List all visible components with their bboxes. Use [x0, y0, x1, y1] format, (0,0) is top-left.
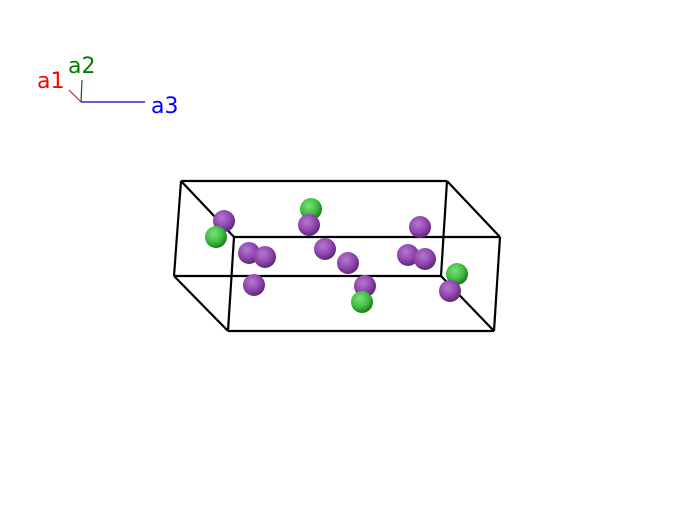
a2-axis-line	[80, 79, 83, 103]
green-atom	[205, 226, 227, 248]
purple-atom	[337, 252, 359, 274]
a1-axis-line	[68, 89, 82, 103]
a1-label: a1	[37, 69, 64, 94]
purple-atom	[439, 280, 461, 302]
purple-atom	[409, 216, 431, 238]
atoms	[205, 198, 468, 313]
purple-atom	[314, 238, 336, 260]
purple-atom	[298, 214, 320, 236]
cell-edge	[492, 236, 502, 332]
cell-edge	[173, 275, 229, 332]
purple-atom	[414, 248, 436, 270]
a3-label: a3	[151, 94, 178, 119]
cell-edge	[446, 180, 501, 238]
cell-edge	[172, 180, 183, 277]
a2-label: a2	[68, 54, 95, 79]
green-atom	[446, 263, 468, 285]
cell-edge	[226, 236, 236, 332]
green-atom	[351, 291, 373, 313]
green-atom	[300, 198, 322, 220]
purple-atom	[243, 274, 265, 296]
unit-cell	[172, 179, 502, 333]
axis-indicator: a1 a2 a3	[37, 54, 178, 119]
purple-atom	[397, 244, 419, 266]
purple-atom	[254, 246, 276, 268]
cell-edge	[439, 180, 449, 277]
